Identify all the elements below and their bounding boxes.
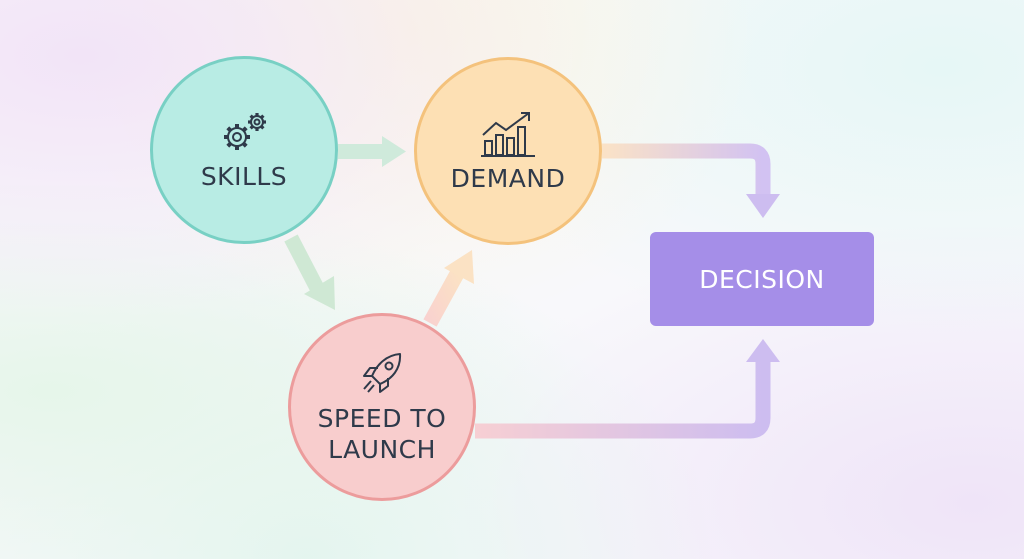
edge-speed-demand <box>423 250 474 327</box>
edge-demand-decision <box>602 143 780 218</box>
rocket-icon <box>363 353 402 393</box>
bar-chart-growth-icon <box>481 111 535 157</box>
node-speed-label-line2: LAUNCH <box>328 435 436 464</box>
node-speed-to-launch: SPEED TO LAUNCH <box>288 313 476 501</box>
edge-skills-demand <box>338 136 406 167</box>
node-demand: DEMAND <box>414 57 602 245</box>
gears-icon <box>224 112 266 150</box>
node-skills-label: SKILLS <box>200 161 288 191</box>
edge-speed-decision <box>475 339 780 439</box>
node-speed-label-line1: SPEED TO <box>317 404 447 433</box>
edge-skills-speed <box>284 234 335 310</box>
node-decision: DECISION <box>650 232 874 326</box>
node-decision-label: DECISION <box>699 264 825 294</box>
node-demand-label: DEMAND <box>450 163 566 193</box>
node-skills: SKILLS <box>150 56 338 244</box>
